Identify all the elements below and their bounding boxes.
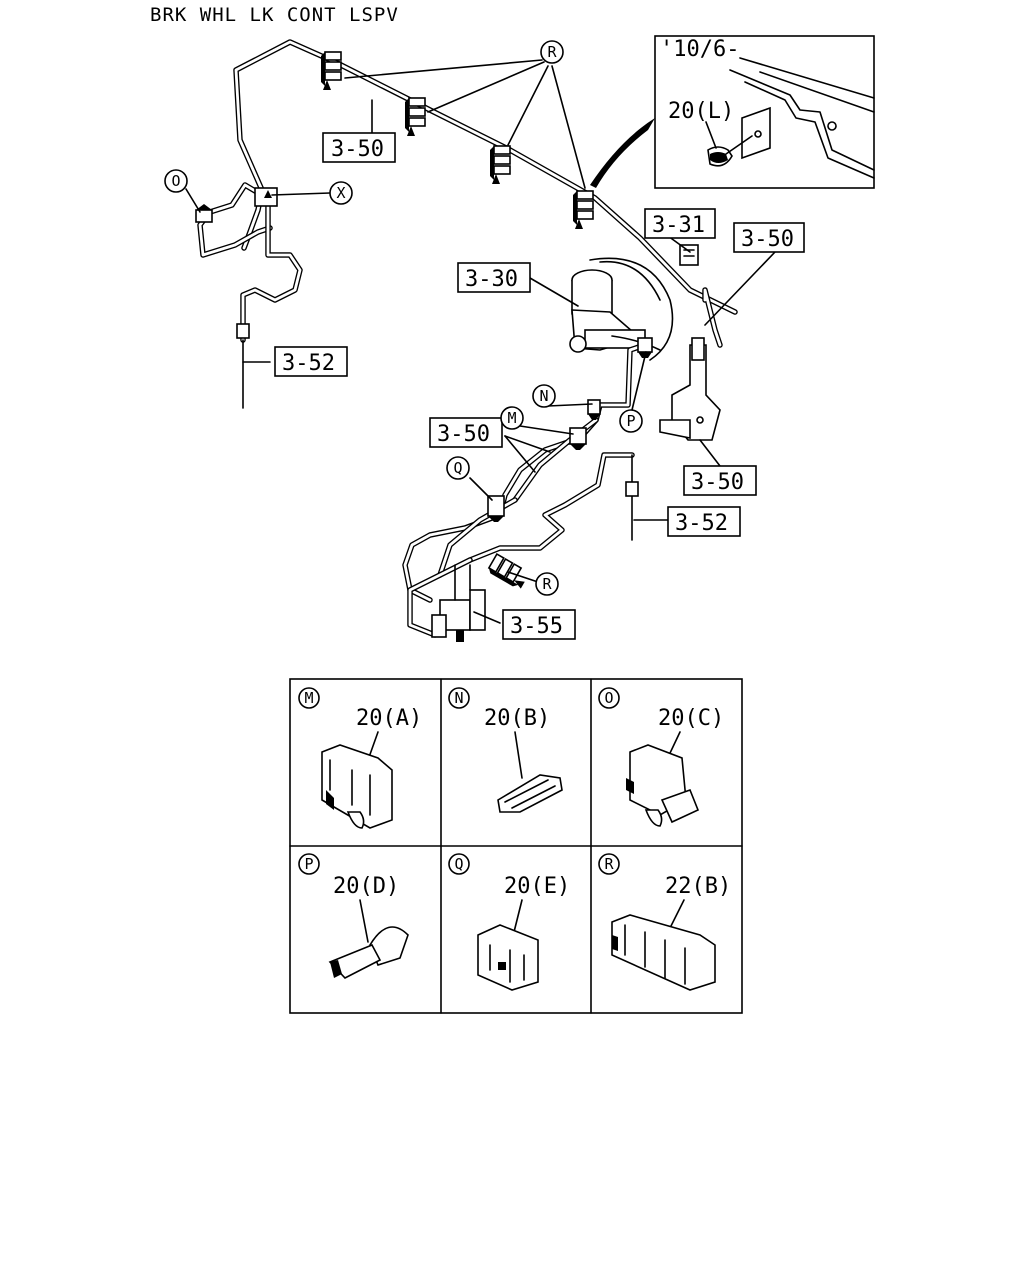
callout-r-bottom: R — [535, 572, 559, 596]
svg-text:O: O — [604, 689, 613, 707]
svg-text:X: X — [336, 184, 345, 202]
diagram-title: BRK WHL LK CONT LSPV — [150, 4, 399, 26]
ref-box-bottom-55: 3-55 — [502, 609, 576, 640]
part-label-20b: 20(B) — [484, 706, 550, 731]
svg-text:Q: Q — [454, 855, 463, 873]
svg-text:3-50: 3-50 — [331, 137, 384, 162]
svg-text:3-31: 3-31 — [652, 213, 705, 238]
part-label-22b: 22(B) — [665, 874, 731, 899]
callout-r-top: R — [540, 40, 564, 64]
table-cell-o: O 20(C) — [598, 687, 724, 827]
master-cylinder-booster — [569, 244, 699, 361]
svg-text:P: P — [626, 412, 635, 430]
callout-q: Q — [446, 456, 470, 480]
ref-box-right-52: 3-52 — [667, 506, 741, 537]
svg-text:R: R — [604, 855, 614, 873]
svg-text:R: R — [547, 43, 557, 61]
svg-text:3-50: 3-50 — [741, 227, 794, 252]
svg-text:3-52: 3-52 — [675, 511, 728, 536]
lower-brake-pipes — [402, 342, 648, 638]
svg-text:N: N — [539, 387, 548, 405]
svg-text:P: P — [304, 855, 313, 873]
r-clip-3 — [489, 145, 511, 185]
r-clip-1 — [320, 51, 342, 91]
svg-text:N: N — [454, 689, 463, 707]
part-label-20a: 20(A) — [356, 706, 422, 731]
table-cell-n: N 20(B) — [448, 687, 563, 813]
inset-date: '10/6- — [660, 37, 739, 62]
ref-box-30: 3-30 — [457, 262, 531, 293]
callout-n: N — [532, 384, 556, 408]
svg-text:M: M — [507, 409, 516, 427]
ref-box-left-52: 3-52 — [274, 346, 348, 377]
r-clip-2 — [404, 97, 426, 137]
table-cell-m: M 20(A) — [298, 687, 422, 829]
svg-text:3-30: 3-30 — [465, 267, 518, 292]
clip-q — [487, 495, 505, 522]
ref-box-top-50: 3-50 — [322, 132, 396, 163]
lspv-valve — [431, 564, 486, 642]
callout-p: P — [619, 409, 643, 433]
part-label-20e: 20(E) — [504, 874, 570, 899]
inset-part-label: 20(L) — [668, 99, 734, 124]
inset-pointer-wedge — [590, 118, 655, 188]
table-cell-p: P 20(D) — [298, 853, 409, 979]
clip-n — [587, 399, 601, 420]
left-pipe-branch — [195, 182, 303, 409]
callout-o: O — [164, 169, 188, 193]
svg-text:O: O — [171, 172, 180, 190]
inset-detail — [654, 35, 875, 189]
svg-text:R: R — [542, 575, 552, 593]
svg-text:3-50: 3-50 — [691, 470, 744, 495]
svg-text:3-55: 3-55 — [510, 614, 563, 639]
table-cell-r: R 22(B) — [598, 853, 731, 991]
table-cell-q: Q 20(E) — [448, 853, 570, 991]
r-clip-4 — [572, 190, 594, 230]
part-label-20d: 20(D) — [333, 874, 399, 899]
svg-text:3-50: 3-50 — [437, 422, 490, 447]
ref-box-50a: 3-50 — [733, 222, 805, 253]
svg-text:3-52: 3-52 — [282, 351, 335, 376]
svg-text:Q: Q — [453, 459, 462, 477]
svg-text:M: M — [304, 689, 313, 707]
ref-box-right-50b: 3-50 — [683, 465, 757, 496]
callout-x: X — [329, 181, 353, 205]
clip-m — [569, 427, 587, 450]
callout-m: M — [500, 406, 524, 430]
bracket-assembly — [659, 287, 723, 441]
ref-box-31: 3-31 — [644, 208, 716, 239]
r-leaders — [344, 59, 586, 189]
part-label-20c: 20(C) — [658, 706, 724, 731]
ref-box-mid-50: 3-50 — [429, 417, 503, 448]
